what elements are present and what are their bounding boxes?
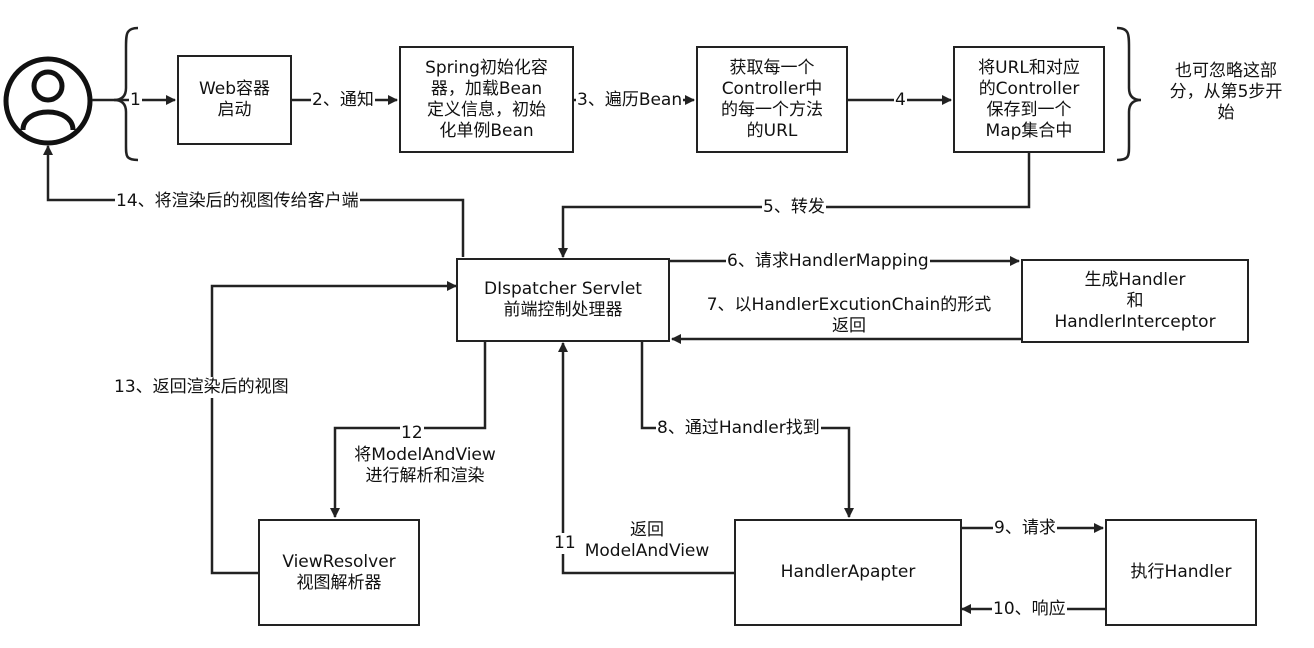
edge-label-line: ModelAndView: [584, 541, 710, 561]
node-line: 定义信息，初始: [427, 99, 546, 120]
node-generate-handler: 生成Handler 和 HandlerInterceptor: [1021, 259, 1249, 343]
node-line: 执行Handler: [1130, 562, 1232, 582]
note-line: 也可忽略这部: [1175, 61, 1277, 81]
node-web-container: Web容器 启动: [177, 55, 292, 145]
note-line: 分，从第5步开: [1169, 82, 1283, 102]
node-line: Map集合中: [985, 120, 1073, 141]
node-handler-adapter: HandlerApapter: [734, 519, 962, 626]
edge-label-4: 4: [894, 90, 907, 111]
edge-label-14: 14、将渲染后的视图传给客户端: [115, 191, 360, 212]
node-line: HandlerApapter: [780, 562, 916, 582]
node-view-resolver: ViewResolver 视图解析器: [258, 519, 420, 626]
edge-13: [210, 281, 457, 575]
node-line: 获取每一个: [729, 57, 815, 78]
note-line: 始: [1217, 103, 1235, 123]
note-optional: 也可忽略这部 分，从第5步开 始: [1150, 61, 1302, 124]
edge-label-7: 7、以HandlerExcutionChain的形式 返回: [690, 295, 1008, 337]
node-line: 生成Handler: [1084, 269, 1186, 290]
edge-label-line: 将ModelAndView: [354, 445, 496, 465]
node-line: Web容器: [198, 79, 271, 99]
node-save-map: 将URL和对应 的Controller 保存到一个 Map集合中: [953, 46, 1105, 153]
edge-label-1: 1: [129, 90, 142, 111]
edge-label-8: 8、通过Handler找到: [656, 418, 821, 439]
node-line: ViewResolver: [282, 551, 396, 572]
edge-label-12: 将ModelAndView 进行解析和渲染: [338, 445, 512, 487]
node-line: 的URL: [746, 120, 798, 141]
edge-11: [558, 342, 734, 575]
edge-label-6: 6、请求HandlerMapping: [726, 251, 930, 272]
node-line: HandlerInterceptor: [1054, 311, 1216, 332]
node-line: 的Controller: [978, 78, 1080, 99]
edge-label-line: 7、以HandlerExcutionChain的形式: [706, 295, 992, 315]
edge-label-13: 13、返回渲染后的视图: [113, 377, 290, 398]
edge-label-12-number: 12: [400, 423, 424, 444]
right-brace: [1116, 26, 1142, 162]
edge-label-line: 返回: [630, 520, 664, 540]
node-line: 前端控制处理器: [503, 300, 623, 320]
edge-label-10: 10、响应: [992, 599, 1067, 620]
edge-label-line: 进行解析和渲染: [365, 466, 485, 486]
node-exec-handler: 执行Handler: [1105, 519, 1257, 626]
node-line: Spring初始化容: [425, 57, 548, 78]
node-get-urls: 获取每一个 Controller中 的每一个方法 的URL: [696, 46, 848, 153]
edge-label-3: 3、遍历Bean: [576, 90, 684, 111]
edge-label-2: 2、通知: [311, 90, 375, 111]
node-dispatcher-servlet: DIspatcher Servlet 前端控制处理器: [456, 258, 670, 342]
node-line: 和: [1126, 290, 1144, 311]
node-spring-init: Spring初始化容 器，加载Bean 定义信息，初始 化单例Bean: [399, 46, 574, 153]
node-line: 启动: [217, 100, 252, 120]
node-line: 保存到一个: [986, 99, 1072, 120]
node-line: Controller中: [721, 78, 823, 99]
edge-label-5: 5、转发: [762, 197, 826, 218]
node-line: 视图解析器: [296, 572, 382, 593]
user-icon: [3, 56, 93, 146]
node-line: 的每一个方法: [721, 99, 823, 120]
edge-label-line: 返回: [832, 316, 866, 336]
node-line: 化单例Bean: [439, 120, 534, 141]
node-line: DIspatcher Servlet: [484, 279, 642, 299]
node-line: 将URL和对应: [978, 57, 1080, 78]
node-line: 器，加载Bean: [430, 78, 543, 99]
edge-label-11: 返回 ModelAndView: [572, 520, 722, 562]
edge-label-11-number: 11: [553, 533, 577, 554]
edge-label-9: 9、请求: [993, 518, 1057, 539]
